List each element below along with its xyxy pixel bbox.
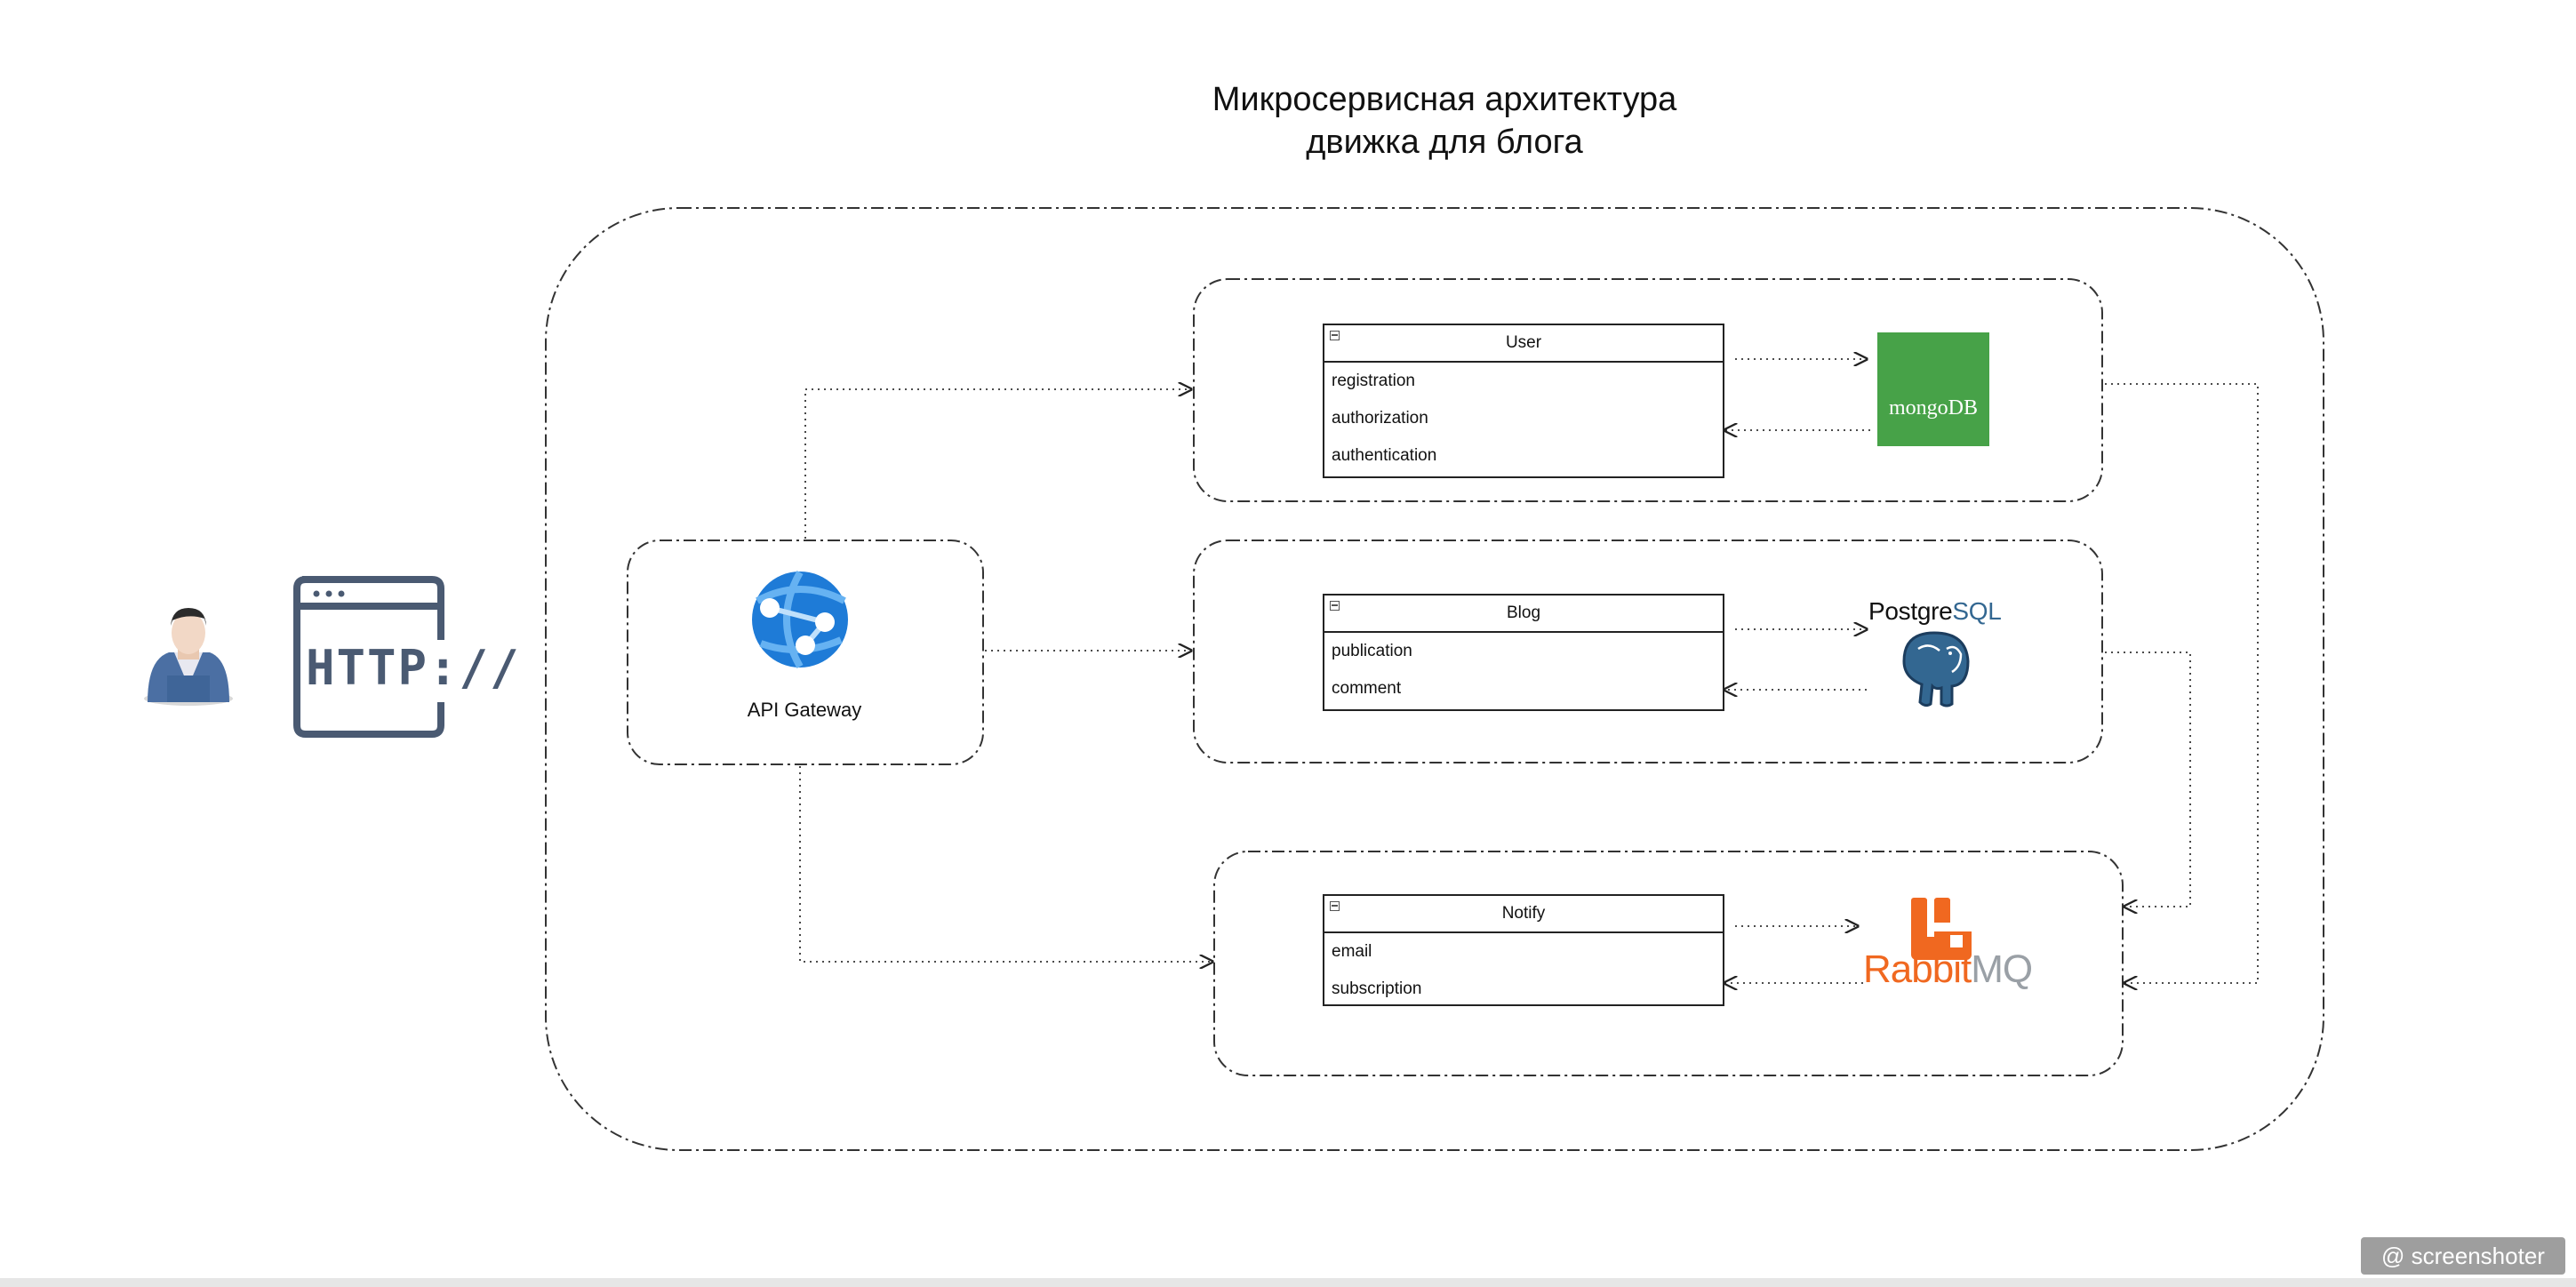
notify-service-title: Notify	[1501, 904, 1546, 923]
blog-service-title: Blog	[1506, 604, 1541, 622]
notify-service-container	[1213, 851, 2124, 1076]
mongodb-logo-text: mongoDB	[1888, 396, 1978, 420]
gateway-container	[627, 540, 984, 765]
blog-service-header: Blog	[1324, 596, 1723, 633]
rabbitmq-logo-icon	[1911, 898, 1972, 960]
blog-service-row: publication	[1332, 642, 1412, 660]
notify-service-header: Notify	[1324, 896, 1723, 933]
blog-to-notify-connector	[2105, 651, 2191, 907]
user-to-notify-connector	[2105, 383, 2259, 983]
blog-service-row: comment	[1332, 679, 1402, 698]
user-service-header: User	[1324, 325, 1723, 363]
postgresql-logo-text: PostgreSQL	[1868, 597, 2002, 626]
title-line-1: Микросервисная архитектура	[1212, 81, 1677, 118]
api-gateway-label: API Gateway	[747, 699, 862, 721]
system-boundary	[545, 207, 2324, 1151]
screenshoter-watermark: @ screenshoter	[2361, 1237, 2565, 1275]
person-icon	[144, 608, 233, 706]
notify-service-row: email	[1332, 942, 1372, 961]
postgres-elephant-icon	[1902, 631, 1970, 707]
collapse-icon[interactable]	[1330, 331, 1340, 340]
notify-service-row: subscription	[1332, 979, 1422, 998]
collapse-icon[interactable]	[1330, 901, 1340, 911]
user-service-box[interactable]: User registration authorization authenti…	[1323, 324, 1724, 478]
blog-service-container	[1193, 540, 2103, 763]
rabbitmq-text-b: MQ	[1971, 947, 2033, 991]
http-icon: HTTP://	[293, 576, 521, 738]
azure-api-gateway-icon	[752, 571, 848, 668]
gateway-to-notify-connector	[799, 766, 1212, 962]
postgresql-text-b: SQL	[1952, 597, 2002, 625]
user-service-row: authorization	[1332, 409, 1428, 428]
rabbitmq-text-a: Rabbit	[1863, 947, 1972, 991]
blog-service-box[interactable]: Blog publication comment	[1323, 594, 1724, 711]
postgresql-text-a: Postgre	[1868, 597, 1953, 625]
user-service-title: User	[1505, 333, 1542, 352]
bottom-scrollbar[interactable]	[0, 1278, 2576, 1287]
title-line-2: движка для блога	[1306, 124, 1583, 161]
user-service-row: authentication	[1332, 446, 1437, 465]
svg-text:HTTP://: HTTP://	[306, 640, 521, 696]
diagram-title: Микросервисная архитектура движка для бл…	[1049, 78, 1840, 164]
user-service-container	[1193, 278, 2103, 502]
collapse-icon[interactable]	[1330, 601, 1340, 611]
rabbitmq-logo-text: RabbitMQ	[1863, 947, 2033, 992]
notify-service-box[interactable]: Notify email subscription	[1323, 894, 1724, 1006]
mongodb-logo: mongoDB	[1877, 332, 1989, 446]
user-service-row: registration	[1332, 372, 1415, 390]
gateway-to-user-connector	[804, 389, 1191, 539]
